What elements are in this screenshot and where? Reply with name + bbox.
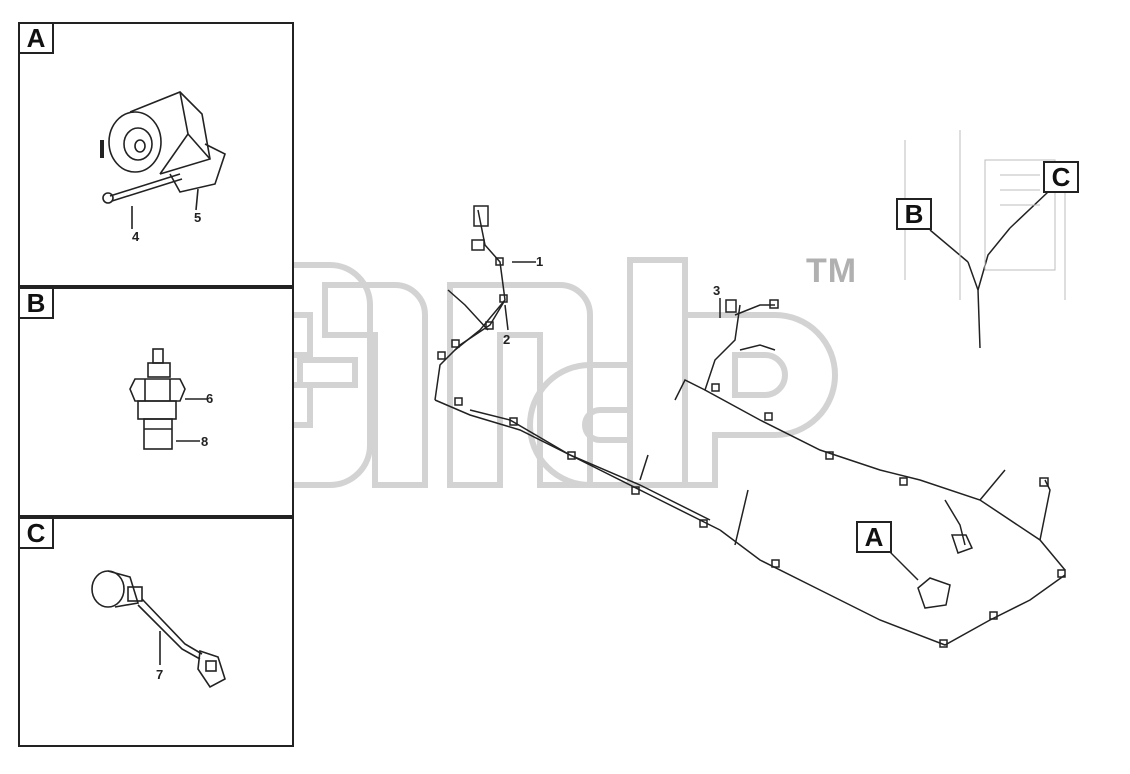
detail-panel-b: B 6 8 [18, 287, 294, 517]
part-number-2: 2 [503, 332, 511, 347]
trademark-label: TM [806, 252, 858, 290]
sensor-cable-drawing [91, 570, 226, 689]
panel-a-label: A [18, 22, 54, 54]
part-number-bracket: 5 [194, 210, 202, 225]
part-number-sensor-cable: 7 [156, 667, 164, 682]
temperature-switch-drawing [129, 348, 208, 450]
watermark-logo [247, 257, 838, 488]
detail-panel-a: A 4 5 [18, 22, 294, 287]
callout-c: C [1043, 161, 1079, 193]
part-number-nut: 6 [206, 391, 214, 406]
detail-panel-c: C 7 [18, 517, 294, 747]
part-number-3: 3 [713, 283, 721, 298]
callout-a: A [856, 521, 892, 553]
horn-drawing [100, 91, 226, 229]
callout-b: B [896, 198, 932, 230]
panel-c-label: C [18, 517, 54, 549]
part-number-body: 8 [201, 434, 209, 449]
part-number-bolt: 4 [132, 229, 140, 244]
part-number-1: 1 [536, 254, 544, 269]
panel-b-label: B [18, 287, 54, 319]
